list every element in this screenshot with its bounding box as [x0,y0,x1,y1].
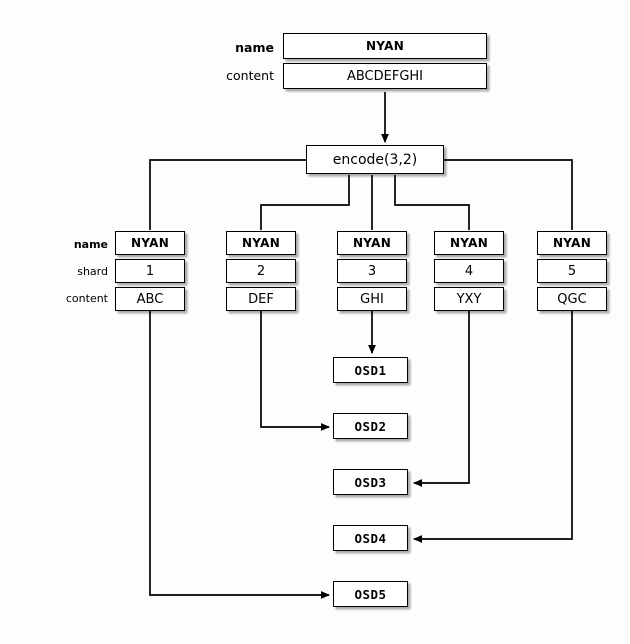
osd-box-4: OSD4 [333,525,408,551]
object-content-label: content [226,68,274,83]
shard-3-index-box: 3 [337,259,407,283]
wire-shard2-to-osd2 [260,310,330,431]
shard-1-index-box: 1 [115,259,185,283]
shard-3-content-box: GHI [337,287,407,311]
osd-box-3: OSD3 [333,469,408,495]
encode-box: encode(3,2) [306,145,444,174]
shard-2-name-box: NYAN [226,231,296,255]
object-name-box: NYAN [283,33,487,59]
wire-shard4-to-osd3 [413,310,470,487]
shard-5-content-box: QGC [537,287,607,311]
shard-row-label-content: content [65,292,108,305]
shard-row-label-name: name [73,238,108,251]
shard-1-name-box: NYAN [115,231,185,255]
shard-5-index-box: 5 [537,259,607,283]
wire-encode-to-shard2 [260,175,350,230]
object-name-label: name [235,40,274,55]
shard-4-name-box: NYAN [434,231,504,255]
wire-shard1-to-osd5 [149,310,330,599]
osd-box-2: OSD2 [333,413,408,439]
wire-shard5-to-osd4 [413,310,573,543]
shard-2-index-box: 2 [226,259,296,283]
shard-2-content-box: DEF [226,287,296,311]
shard-row-label-shard: shard [77,265,108,278]
shard-4-index-box: 4 [434,259,504,283]
wire-encode-to-shard4 [394,175,470,230]
shard-4-content-box: YXY [434,287,504,311]
shard-5-name-box: NYAN [537,231,607,255]
shard-1-content-box: ABC [115,287,185,311]
wire-encode-to-shard1 [149,159,306,230]
wire-encode-to-shard5 [444,159,573,230]
osd-box-1: OSD1 [333,357,408,383]
shard-3-name-box: NYAN [337,231,407,255]
object-content-box: ABCDEFGHI [283,63,487,89]
osd-box-5: OSD5 [333,581,408,607]
